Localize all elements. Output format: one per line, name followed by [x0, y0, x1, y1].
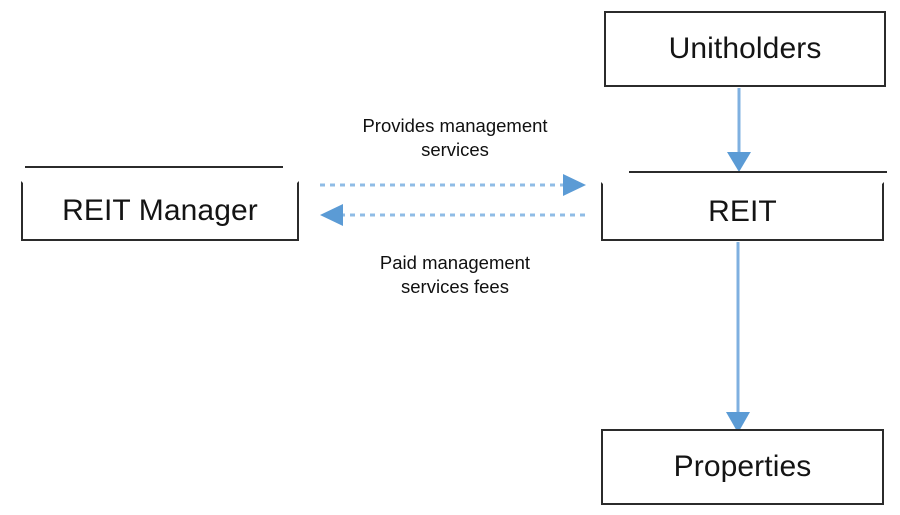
- edge-manager-to-reit: [320, 174, 586, 196]
- arrowhead-right-into-reit: [563, 174, 586, 196]
- edge-label-provides-management-services: Provides management services: [362, 115, 548, 161]
- node-reit-label: REIT: [708, 194, 777, 228]
- edge-unitholders-to-reit: [727, 88, 751, 172]
- node-unitholders[interactable]: Unitholders: [604, 11, 886, 87]
- node-reit-manager-label: REIT Manager: [62, 194, 258, 227]
- node-reit-manager[interactable]: REIT Manager: [21, 166, 299, 241]
- arrowhead-down-into-reit: [727, 152, 751, 172]
- node-reit[interactable]: REIT: [601, 171, 887, 241]
- edge-label-paid-management-services-fees: Paid management services fees: [379, 252, 531, 298]
- arrowhead-left-into-manager: [320, 204, 343, 226]
- node-reit-manager-top-rule: [25, 166, 283, 168]
- node-properties[interactable]: Properties: [601, 429, 884, 505]
- node-properties-label: Properties: [673, 450, 812, 483]
- edge-reit-to-manager: [320, 204, 586, 226]
- node-unitholders-label: Unitholders: [668, 32, 822, 65]
- node-reit-top-rule: [629, 171, 887, 173]
- edge-reit-to-properties: [726, 242, 750, 433]
